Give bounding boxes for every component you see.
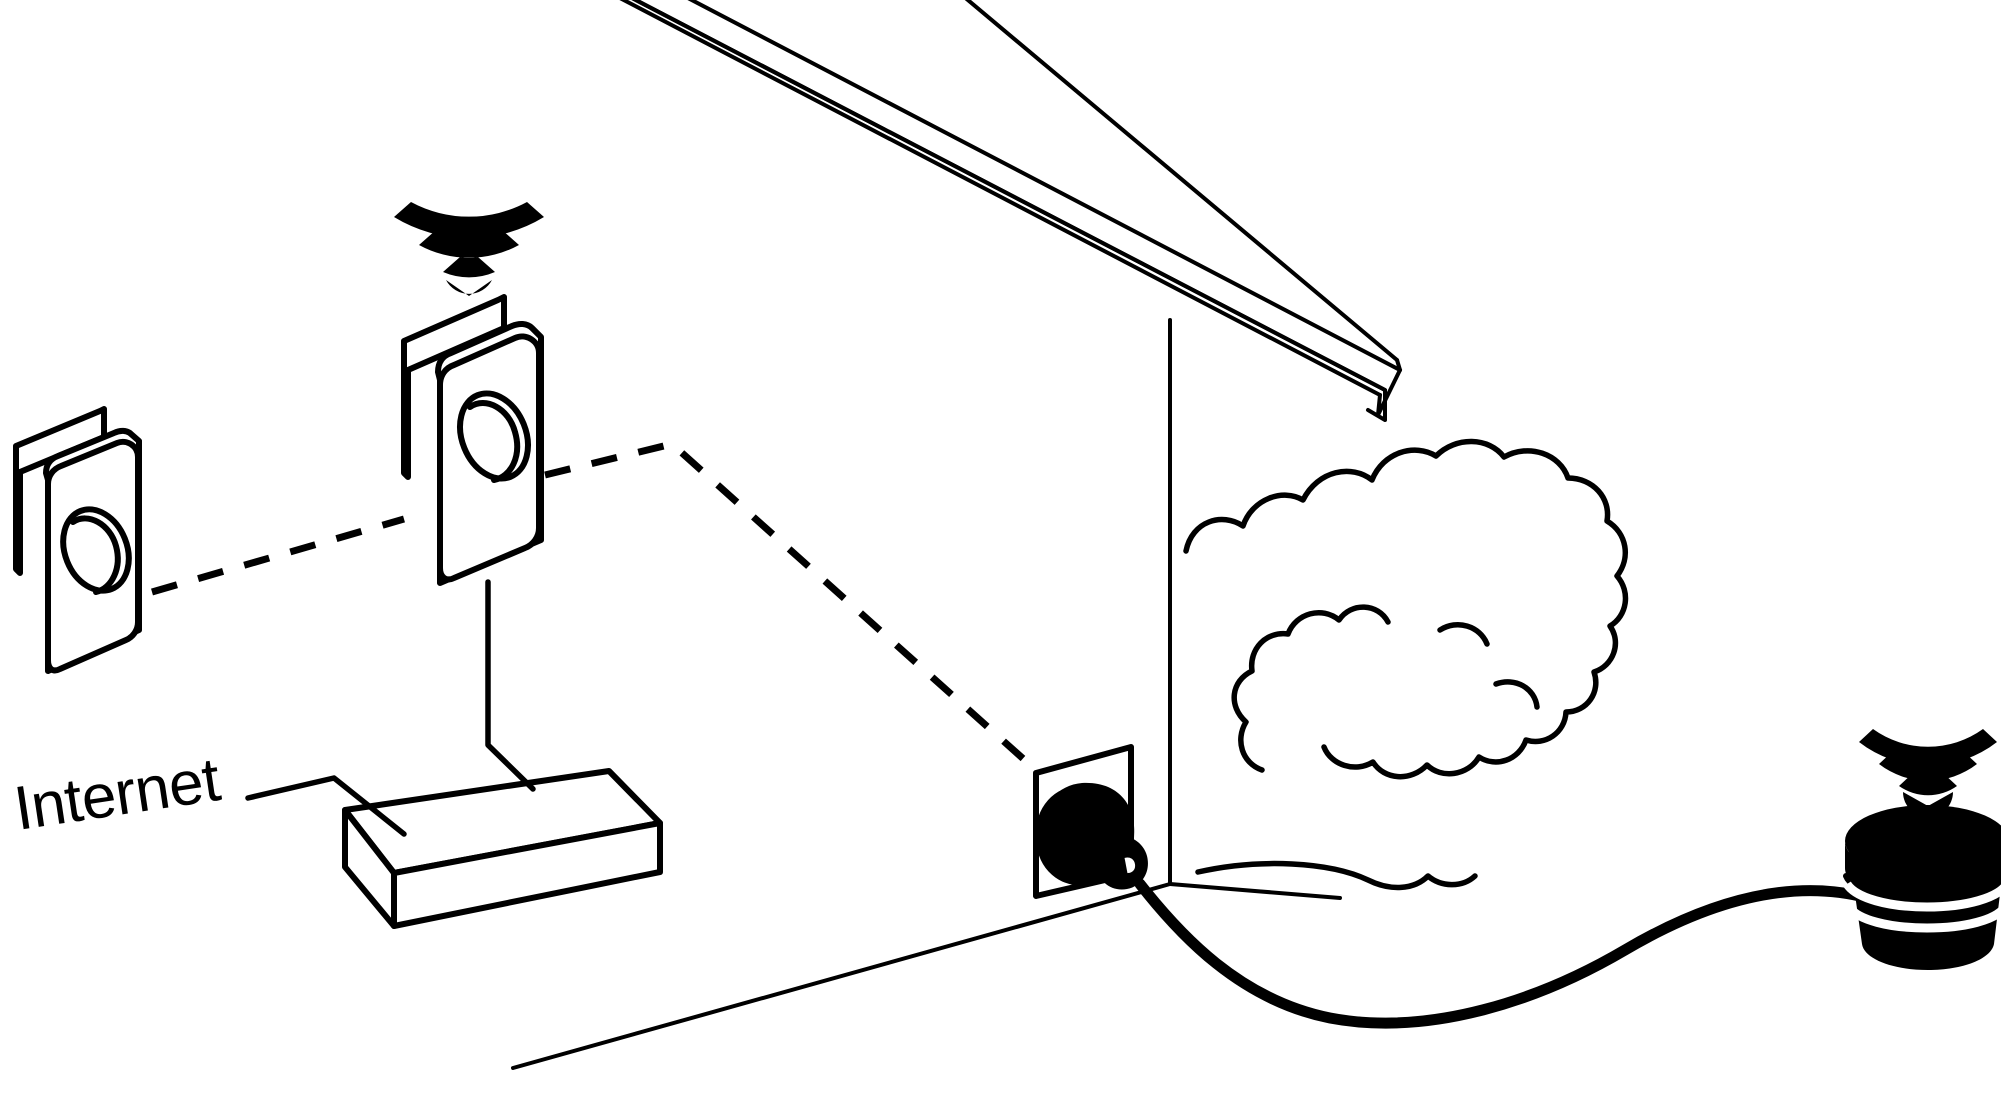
internet-uplink-line bbox=[245, 775, 407, 837]
bush bbox=[1183, 438, 1629, 891]
wifi-icon-speaker bbox=[1859, 729, 1997, 817]
power-cable bbox=[1134, 878, 1874, 1029]
internet-label: Internet bbox=[10, 745, 224, 844]
dashed-link-center-to-socket bbox=[544, 440, 1041, 775]
dashed-link-left-to-center bbox=[151, 515, 405, 596]
internet-label-text: Internet bbox=[10, 745, 224, 844]
cable-router-to-adapter bbox=[485, 579, 536, 792]
ground-line-right bbox=[1168, 882, 1342, 900]
router-box[interactable] bbox=[342, 768, 663, 929]
wifi-icon-adapter bbox=[394, 202, 544, 296]
wall-socket[interactable] bbox=[1033, 744, 1148, 899]
powerline-adapter-wifi[interactable] bbox=[401, 294, 544, 586]
smart-speaker[interactable] bbox=[1843, 805, 2001, 970]
ground-line bbox=[511, 882, 1172, 1070]
house-roof bbox=[619, 0, 1402, 422]
powerline-adapter-left[interactable] bbox=[13, 406, 142, 674]
